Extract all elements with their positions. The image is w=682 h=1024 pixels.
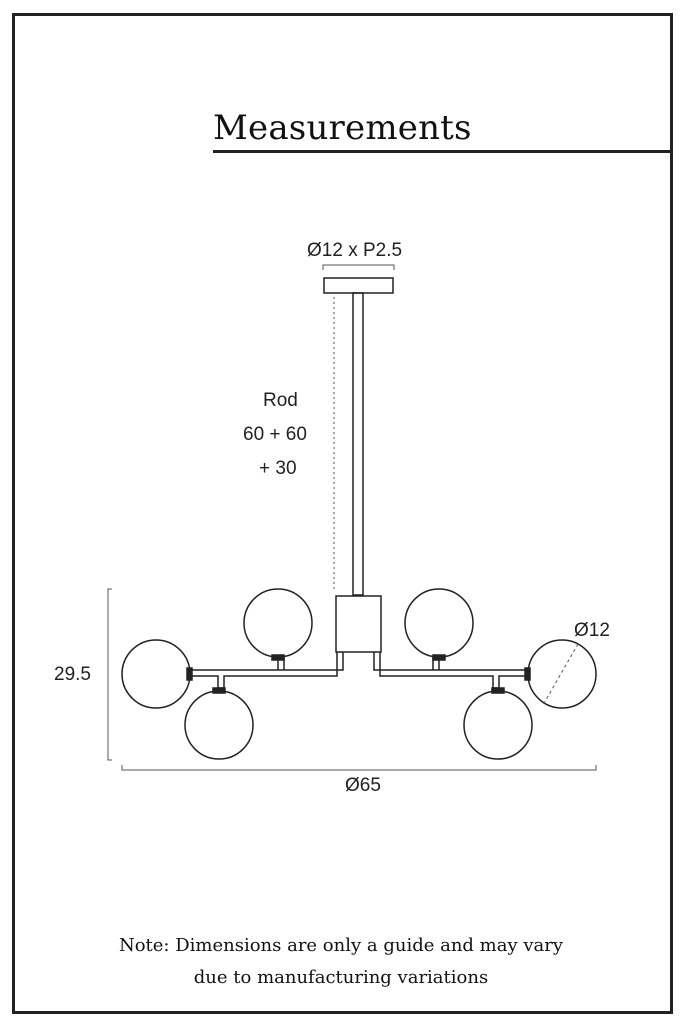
note-line2: due to manufacturing variations (193, 967, 489, 988)
globe (463, 690, 533, 760)
globe-dimension-line (542, 643, 579, 706)
page-frame (12, 13, 673, 1014)
page-title: Measurements (213, 108, 472, 148)
rod-length-line1: 60 + 60 (243, 424, 307, 445)
rod-label: Rod (263, 390, 298, 411)
globe-holder (524, 667, 531, 681)
globe-holder (212, 687, 226, 694)
rod (352, 292, 364, 596)
globe (184, 690, 254, 760)
globe (243, 588, 313, 658)
globe (121, 639, 191, 709)
globe-holder (432, 654, 446, 661)
height-dimension: 29.5 (54, 664, 91, 685)
canopy-dimension-line (322, 264, 395, 270)
globe-dimension: Ø12 (574, 620, 610, 641)
globe-holder (186, 667, 193, 681)
arm-right (373, 652, 527, 689)
title-underline (213, 150, 670, 153)
canopy (323, 277, 394, 294)
globe-holder (491, 687, 505, 694)
width-dimension-line (121, 765, 597, 771)
width-dimension: Ø65 (345, 775, 381, 796)
note-line1: Note: Dimensions are only a guide and ma… (118, 935, 564, 956)
globe (404, 588, 474, 658)
center-body (335, 595, 382, 653)
globe (527, 639, 597, 709)
arm-left (190, 652, 344, 689)
rod-length-line2: + 30 (259, 458, 297, 479)
globe-holder (271, 654, 285, 661)
height-dimension-line (107, 588, 112, 761)
canopy-dimension: Ø12 x P2.5 (307, 240, 403, 261)
